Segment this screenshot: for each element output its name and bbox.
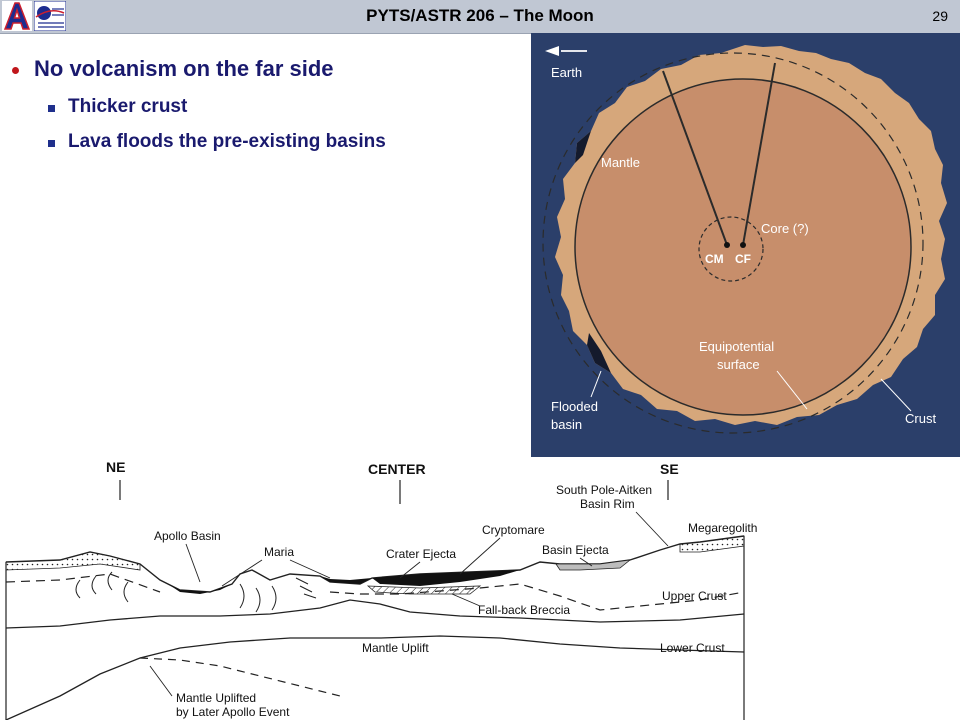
planetary-logo-icon [34,1,66,31]
slide-title: PYTS/ASTR 206 – The Moon [366,6,594,25]
crater-ejecta-label: Crater Ejecta [386,547,456,561]
basin-ejecta-label: Basin Ejecta [542,543,609,557]
lower-crust-label: Lower Crust [660,641,725,655]
apollo-basin-mare [168,584,232,594]
bullet-sub-text: Thicker crust [68,96,188,117]
fallback-breccia-label: Fall-back Breccia [478,603,570,617]
mantle-uplifted-label-2: by Later Apollo Event [176,705,290,719]
mantle-uplift-label: Mantle Uplift [362,641,429,655]
cf-label: CF [735,252,751,266]
center-label: CENTER [368,461,426,477]
equipotential-label-2: surface [717,357,760,372]
core-label: Core (?) [761,221,809,236]
bullet-list: No volcanism on the far side Thicker cru… [10,56,510,166]
apollo-basin-label: Apollo Basin [154,529,221,543]
spa-label: South Pole-Aitken [556,483,652,497]
bullet-sub-1: Thicker crust [10,96,510,118]
page-number: 29 [932,8,948,24]
se-label: SE [660,461,679,477]
flooded-basin-bottom [587,333,611,373]
flooded-label: Flooded [551,399,598,414]
square-bullet-icon [48,140,55,147]
flooded-basin-top [575,131,591,163]
bullet-main: No volcanism on the far side [10,56,510,82]
mantle-uplifted-label: Mantle Uplifted [176,691,256,705]
round-bullet-icon [12,67,19,74]
bullet-sub-text: Lava floods the pre-existing basins [68,131,386,152]
cryptomare-label: Cryptomare [482,523,545,537]
spa-label-2: Basin Rim [580,497,635,511]
basin-cross-section: NE CENTER SE South Pole-Aitken Basin Rim… [5,459,757,720]
mantle-label: Mantle [601,155,640,170]
crust-label: Crust [905,411,936,426]
ne-label: NE [106,459,125,475]
bullet-main-text: No volcanism on the far side [34,56,334,81]
equipotential-surface [542,52,924,434]
cm-label: CM [705,252,724,266]
moon-structure-diagram: Earth Mantle Core (?) CM CF Equipotentia… [531,33,960,457]
earth-label: Earth [551,65,582,80]
maria-fill [320,576,372,584]
upper-crust-label: Upper Crust [662,589,727,603]
bullet-sub-2: Lava floods the pre-existing basins [10,131,510,153]
university-logo: A [2,1,32,31]
header-bar: A PYTS/ASTR 206 – The Moon 29 [0,0,960,34]
megaregolith-label: Megaregolith [688,521,757,535]
equipotential-label: Equipotential [699,339,774,354]
flooded-label-2: basin [551,417,582,432]
core-outline [698,216,764,282]
cryptomare-fill [372,570,520,586]
maria-label: Maria [264,545,294,559]
square-bullet-icon [48,105,55,112]
